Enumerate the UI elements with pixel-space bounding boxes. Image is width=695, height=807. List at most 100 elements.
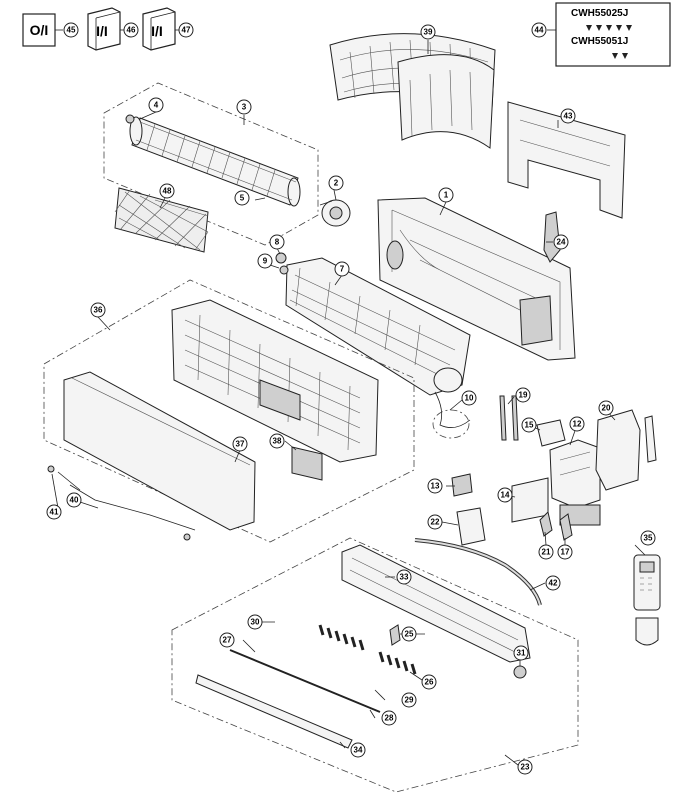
kit-model-2: CWH55051J xyxy=(571,36,628,47)
svg-text:9: 9 xyxy=(263,257,268,266)
svg-text:40: 40 xyxy=(70,496,79,505)
fan-group-outline xyxy=(103,82,319,246)
control-board-12 xyxy=(549,439,601,526)
fan-bearing xyxy=(125,114,135,124)
part-25 xyxy=(389,624,401,646)
doc-installation-instructions-2: I/I xyxy=(142,7,180,51)
tube-assembly xyxy=(432,391,471,439)
discharge-group-outline xyxy=(171,537,579,793)
badge-47: 47 xyxy=(178,22,194,38)
svg-text:36: 36 xyxy=(94,306,103,315)
pcb-holder-15 xyxy=(536,419,566,447)
badge-20: 20 xyxy=(598,400,614,416)
front-panel xyxy=(63,371,256,531)
badge-36: 36 xyxy=(90,302,106,318)
svg-text:10: 10 xyxy=(465,394,474,403)
svg-text:2: 2 xyxy=(334,179,339,188)
badge-39: 39 xyxy=(420,24,436,40)
badge-2: 2 xyxy=(328,175,344,191)
drain-hose-42 xyxy=(414,538,542,606)
bracket-22 xyxy=(456,507,486,546)
doc-operating-instructions: O/I xyxy=(22,13,63,47)
badge-40: 40 xyxy=(66,492,82,508)
badge-10: 10 xyxy=(461,390,477,406)
svg-text:5: 5 xyxy=(240,194,245,203)
screw-icons-row-2 xyxy=(612,53,628,59)
svg-text:23: 23 xyxy=(521,763,530,772)
electronic-cover-20 xyxy=(595,409,657,491)
badge-22: 22 xyxy=(427,514,443,530)
svg-text:29: 29 xyxy=(405,696,414,705)
badge-5: 5 xyxy=(234,190,250,206)
doc-label-ii-2: I/I xyxy=(151,23,163,39)
svg-text:15: 15 xyxy=(525,421,534,430)
badge-14: 14 xyxy=(497,487,513,503)
badge-35: 35 xyxy=(640,530,656,546)
svg-text:4: 4 xyxy=(154,101,159,110)
badge-3: 3 xyxy=(236,99,252,115)
svg-text:25: 25 xyxy=(405,630,414,639)
bracket-14 xyxy=(511,477,549,523)
front-grille xyxy=(171,299,379,463)
fan-motor xyxy=(319,199,351,227)
badge-27: 27 xyxy=(219,632,235,648)
louvers xyxy=(318,624,417,675)
badge-45: 45 xyxy=(63,22,79,38)
svg-text:13: 13 xyxy=(431,482,440,491)
svg-text:8: 8 xyxy=(275,238,280,247)
svg-text:35: 35 xyxy=(644,534,653,543)
badge-8: 8 xyxy=(269,234,285,250)
badge-37: 37 xyxy=(232,436,248,452)
svg-text:47: 47 xyxy=(182,26,191,35)
svg-text:30: 30 xyxy=(251,618,260,627)
badge-43: 43 xyxy=(560,108,576,124)
svg-text:1: 1 xyxy=(444,191,449,200)
badge-19: 19 xyxy=(515,387,531,403)
kit-model-1: CWH55025J xyxy=(571,8,628,19)
svg-text:14: 14 xyxy=(501,491,510,500)
badge-15: 15 xyxy=(521,417,537,433)
svg-text:48: 48 xyxy=(163,187,172,196)
badge-21: 21 xyxy=(538,544,554,560)
part-17 xyxy=(559,513,573,541)
air-purifying-filter xyxy=(114,187,209,253)
evaporator xyxy=(285,257,471,396)
svg-text:28: 28 xyxy=(385,714,394,723)
doc-installation-instructions-1: I/I xyxy=(87,7,124,51)
svg-text:7: 7 xyxy=(340,265,345,274)
svg-text:45: 45 xyxy=(67,26,76,35)
svg-text:31: 31 xyxy=(517,649,526,658)
svg-text:39: 39 xyxy=(424,28,433,37)
doc-label-oi: O/I xyxy=(30,22,49,38)
svg-text:34: 34 xyxy=(354,746,363,755)
badge-38: 38 xyxy=(269,433,285,449)
cross-flow-fan xyxy=(129,116,301,207)
badge-4: 4 xyxy=(148,97,164,113)
svg-text:42: 42 xyxy=(549,579,558,588)
badge-1: 1 xyxy=(438,187,454,203)
terminal-board-13 xyxy=(451,473,473,497)
svg-text:22: 22 xyxy=(431,518,440,527)
screw-part xyxy=(254,197,266,201)
badge-24: 24 xyxy=(553,234,569,250)
svg-text:12: 12 xyxy=(573,420,582,429)
svg-text:37: 37 xyxy=(236,440,245,449)
svg-text:41: 41 xyxy=(50,508,59,517)
badge-17: 17 xyxy=(557,544,573,560)
svg-text:33: 33 xyxy=(400,573,409,582)
badge-31: 31 xyxy=(513,645,529,661)
badge-26: 26 xyxy=(421,674,437,690)
badge-28: 28 xyxy=(381,710,397,726)
sensor-part-9 xyxy=(279,265,289,275)
svg-text:27: 27 xyxy=(223,636,232,645)
discharge-vane-34 xyxy=(195,674,353,749)
badge-25: 25 xyxy=(401,626,417,642)
terminal-19 xyxy=(499,395,519,441)
part-21 xyxy=(539,511,553,537)
svg-text:44: 44 xyxy=(535,26,544,35)
main-chassis xyxy=(377,197,576,361)
svg-text:20: 20 xyxy=(602,404,611,413)
svg-text:3: 3 xyxy=(242,103,247,112)
badge-13: 13 xyxy=(427,478,443,494)
